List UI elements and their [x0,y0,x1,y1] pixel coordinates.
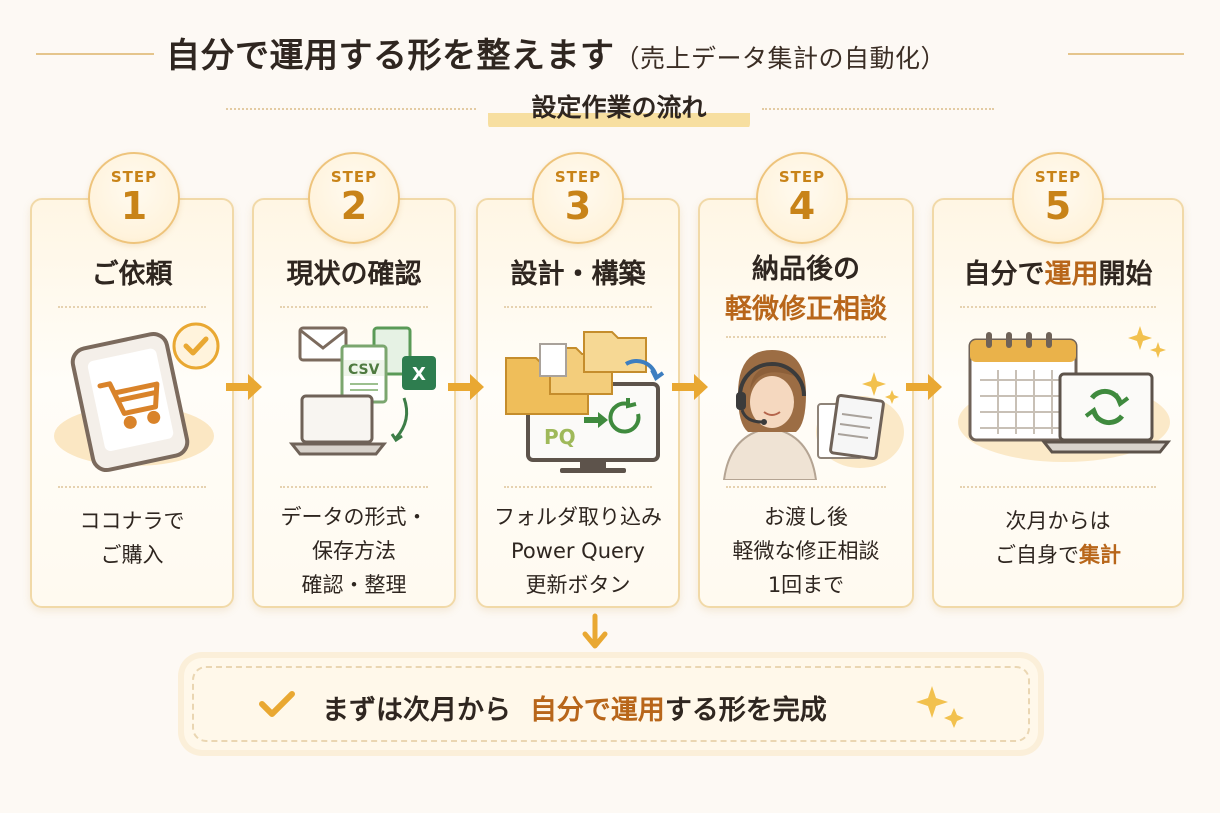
arrow-right-icon [226,374,262,400]
step-4-desc-line: 軽微な修正相談 [732,539,880,563]
step-4-desc-line: 1回まで [767,573,845,597]
header-rule-left [36,53,154,55]
step-number: 4 [788,184,816,228]
step-1-divider-2 [58,486,206,488]
folders-monitor-icon: PQ [488,318,668,478]
step-2-desc-line: 保存方法 [312,539,396,563]
step-5-divider [960,306,1156,308]
step-1-title: ご依頼 [91,259,173,290]
step-label: STEP [554,168,602,186]
step-3-title: 設計・構築 [510,259,646,290]
step-4-divider-2 [726,486,886,488]
svg-text:X: X [412,364,426,385]
step-badge-3: STEP 3 [532,152,624,244]
step-2-desc-line: 確認・整理 [301,573,407,597]
arrow-right-icon [906,374,942,400]
step-3-divider-2 [504,486,652,488]
svg-text:CSV: CSV [348,362,380,378]
step-badge-5: STEP 5 [1012,152,1104,244]
subtitle-dots-right [762,108,994,110]
svg-text:PQ: PQ [544,425,576,449]
step-label: STEP [330,168,378,186]
arrow-right-icon [448,374,484,400]
step-4-desc-line: お渡し後 [764,505,848,529]
step-3-desc-line: フォルダ取り込み [494,505,662,529]
summary-banner: まずは次月から 自分で運用する形を完成 [184,658,1038,750]
step-1-desc: ココナラで ご購入 [32,504,232,572]
step-5-title: 自分で運用開始 [934,252,1182,291]
step-2-title: 現状の確認 [286,259,422,290]
step-card-5: 自分で運用開始 [932,198,1184,608]
summary-message: まずは次月から 自分で運用する形を完成 [322,688,827,727]
step-4-divider [726,336,886,338]
header-rule-right [1068,53,1184,55]
step-4-title-line1: 納品後の [752,254,860,285]
sparkle-icon [916,686,964,728]
step-1-desc-line: ご購入 [100,543,164,567]
subtitle-dots-left [226,108,476,110]
step-badge-2: STEP 2 [308,152,400,244]
step-number: 5 [1044,184,1072,228]
step-2-divider-2 [280,486,428,488]
calendar-laptop-icon [944,318,1172,478]
step-label: STEP [110,168,158,186]
step-2-desc: データの形式・ 保存方法 確認・整理 [254,500,454,602]
step-badge-4: STEP 4 [756,152,848,244]
step-number: 3 [564,184,592,228]
step-card-2: 現状の確認 CSV X データの形式・ 保存方法 確認・整理 [252,198,456,608]
step-3-desc-line: Power Query [511,539,645,563]
step-2-divider [280,306,428,308]
step-5-desc-highlight: 集計 [1079,543,1121,567]
step-number: 2 [340,184,368,228]
step-4-title-line2: 軽微修正相談 [725,294,887,325]
step-5-title-part: 開始 [1098,259,1153,290]
step-5-title-highlight: 運用 [1044,259,1099,290]
step-5-desc-line: ご自身で集計 [934,538,1182,572]
page-title: 自分で運用する形を整えます（売上データ集計の自動化） [166,28,1058,77]
step-3-divider [504,306,652,308]
step-5-desc-part: ご自身で [995,543,1079,567]
step-3-desc-line: 更新ボタン [525,573,631,597]
smartphone-cart-icon [42,318,222,478]
support-operator-icon [710,340,904,481]
step-5-title-part: 自分で [963,259,1045,290]
title-sub: （売上データ集計の自動化） [614,44,947,73]
step-4-desc: お渡し後 軽微な修正相談 1回まで [700,500,912,602]
summary-banner-border [192,666,1030,742]
files-laptop-icon: CSV X [264,318,444,478]
step-number: 1 [120,184,148,228]
summary-text: まずは次月から [322,695,511,726]
step-5-divider-2 [960,486,1156,488]
arrow-down-icon [582,613,608,649]
step-5-desc: 次月からは ご自身で集計 [934,504,1182,572]
step-label: STEP [778,168,826,186]
subtitle-row: 設定作業の流れ [0,90,1220,130]
step-4-title: 納品後の 軽微修正相談 [700,250,912,330]
step-card-3: 設計・構築 PQ フォルダ取り込み Power Query 更新ボタン [476,198,680,608]
step-2-desc-line: データの形式・ [280,505,428,529]
summary-highlight: 自分で [529,695,611,726]
step-label: STEP [1034,168,1082,186]
title-main: 自分で運用する形を整えます [166,36,615,76]
step-3-desc: フォルダ取り込み Power Query 更新ボタン [478,500,678,602]
step-1-desc-line: ココナラで [79,509,185,533]
summary-highlight: 運用 [610,695,665,726]
step-card-1: ご依頼 ココナラで ご購入 [30,198,234,608]
section-subtitle: 設定作業の流れ [488,90,750,130]
step-card-4: 納品後の 軽微修正相談 お渡し後 軽微な修正相談 1回まで [698,198,914,608]
summary-text-tail: する形を完成 [664,695,827,726]
header: 自分で運用する形を整えます（売上データ集計の自動化） [0,28,1220,80]
arrow-right-icon [672,374,708,400]
step-1-divider [58,306,206,308]
check-icon [259,691,295,717]
step-badge-1: STEP 1 [88,152,180,244]
step-5-desc-line: 次月からは [1005,509,1111,533]
